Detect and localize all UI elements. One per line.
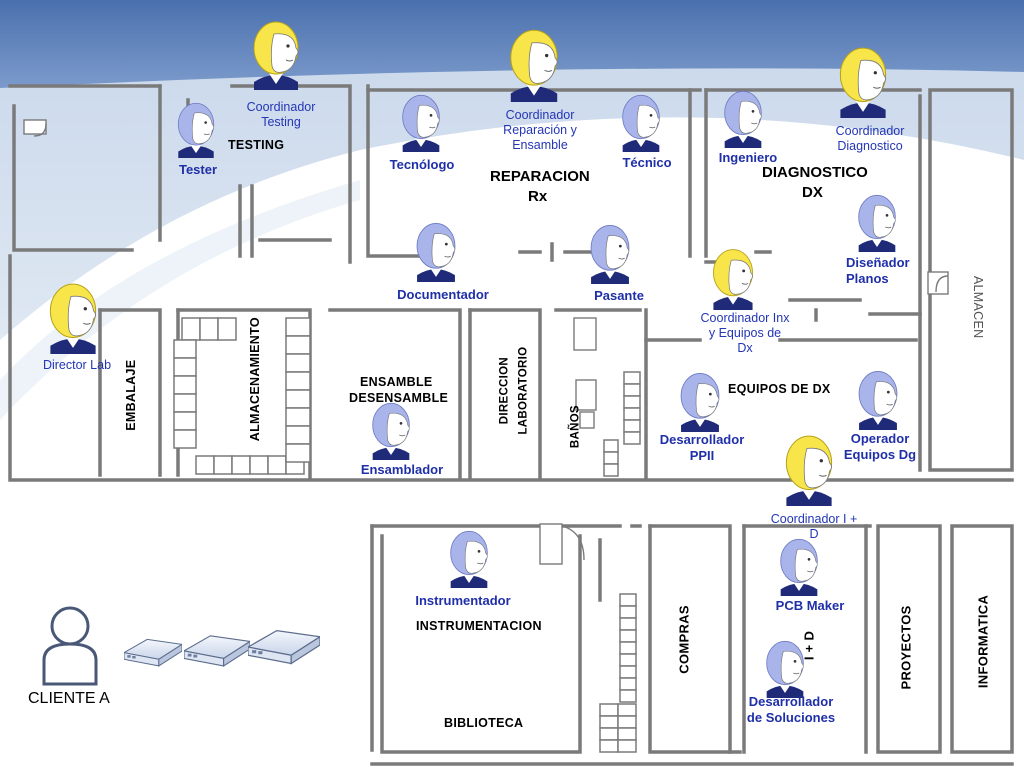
- room-label-ensamble: ENSAMBLE: [360, 375, 433, 389]
- person-label-desarrollador-soluciones: Desarrollador de Soluciones: [746, 694, 836, 725]
- shelf-cell: [603, 463, 619, 477]
- shelf-cell: [285, 389, 311, 409]
- person-label-instrumentador: Instrumentador: [415, 593, 511, 608]
- shelf-cell: [619, 629, 637, 643]
- shelf-cell: [285, 443, 311, 463]
- shelf-cell: [603, 451, 619, 465]
- shelf-cell: [619, 677, 637, 691]
- client-person-icon: [42, 606, 98, 686]
- person-label-director-lab: Director Lab: [42, 358, 112, 372]
- shelf-cell: [619, 617, 637, 631]
- shelf-cell: [285, 407, 311, 427]
- shelf-cell: [173, 357, 197, 377]
- shelf-cell: [617, 739, 637, 753]
- shelf-cell: [623, 383, 641, 397]
- person-label-desarrollador-ppii: Desarrollador PPII: [659, 432, 745, 463]
- person-label-coord-id: Coordinador I + D: [770, 512, 858, 541]
- person-label-tester: Tester: [178, 162, 218, 177]
- shelf-cell: [199, 317, 219, 341]
- shelf-cell: [619, 641, 637, 655]
- shelf-cell: [623, 419, 641, 433]
- shelf-cell: [623, 371, 641, 385]
- shelf-cell: [599, 739, 619, 753]
- shelf-cell: [285, 317, 311, 337]
- room-label-id: I + D: [801, 630, 817, 661]
- person-label-documentador: Documentador: [397, 287, 489, 302]
- room-label-embalaje: EMBALAJE: [123, 359, 138, 431]
- shelf-cell: [619, 593, 637, 607]
- shelf-cell: [173, 393, 197, 413]
- shelf-cell: [623, 431, 641, 445]
- room-label-banos: BAÑOS: [569, 405, 582, 449]
- room-label-equipos-dx: EQUIPOS DE DX: [728, 382, 831, 396]
- room-label-diagnostico: DIAGNOSTICO: [762, 164, 868, 181]
- shelf-cell: [173, 411, 197, 431]
- room-label-reparacion-code: Rx: [528, 188, 548, 205]
- person-label-disenador: Diseñador Planos: [846, 255, 910, 286]
- person-label-tecnico: Técnico: [622, 155, 672, 170]
- shelf-cell: [619, 665, 637, 679]
- room-label-compras: COMPRAS: [676, 605, 692, 674]
- person-label-ensamblador: Ensamblador: [360, 462, 444, 477]
- shelf-cell: [195, 455, 215, 475]
- room-label-laboratorio: LABORATORIO: [517, 346, 530, 435]
- person-label-ingeniero: Ingeniero: [718, 150, 778, 165]
- shelf-cell: [617, 727, 637, 741]
- shelf-cell: [231, 455, 251, 475]
- client-label: CLIENTE A: [28, 690, 110, 707]
- shelf-cell: [217, 317, 237, 341]
- person-label-operador: Operador Equipos Dg: [843, 431, 917, 462]
- shelf-cell: [617, 703, 637, 717]
- shelf-cell: [619, 689, 637, 703]
- person-label-coord-testing: Coordinador Testing: [246, 100, 316, 129]
- room-label-almacen: ALMACEN: [971, 275, 986, 339]
- shelf-cell: [181, 317, 201, 341]
- shelf-cell: [599, 703, 619, 717]
- room-label-direccion: DIRECCION: [498, 357, 511, 425]
- shelf-cell: [619, 605, 637, 619]
- room-label-informatica: INFORMATICA: [975, 594, 991, 689]
- room-label-testing: TESTING: [228, 138, 285, 152]
- room-label-biblioteca: BIBLIOTECA: [444, 716, 524, 730]
- shelf-cell: [285, 425, 311, 445]
- shelf-cell: [285, 371, 311, 391]
- person-label-pasante: Pasante: [594, 288, 644, 303]
- shelf-cell: [599, 715, 619, 729]
- shelf-cell: [173, 375, 197, 395]
- person-label-coord-diagnostico: Coordinador Diagnostico: [835, 124, 905, 153]
- shelf-cell: [249, 455, 269, 475]
- shelf-cell: [285, 335, 311, 355]
- room-label-reparacion: REPARACION: [490, 168, 590, 185]
- room-label-instrumentacion: INSTRUMENTACION: [416, 619, 542, 633]
- shelf-cell: [623, 407, 641, 421]
- person-label-tecnologo: Tecnólogo: [389, 157, 455, 172]
- person-label-coord-inx: Coordinador Inx y Equipos de Dx: [700, 311, 790, 355]
- person-label-coord-reparacion: Coordinador Reparación y Ensamble: [503, 108, 577, 152]
- room-label-almacenamiento: ALMACENAMIENTO: [247, 317, 262, 442]
- shelf-cell: [285, 353, 311, 373]
- shelf-cell: [617, 715, 637, 729]
- room-label-desensamble: DESENSAMBLE: [349, 391, 449, 405]
- shelf-cell: [619, 653, 637, 667]
- person-label-pcb-maker: PCB Maker: [775, 598, 845, 613]
- room-label-diagnostico-code: DX: [802, 184, 823, 201]
- shelf-cell: [213, 455, 233, 475]
- shelf-cell: [173, 429, 197, 449]
- shelf-cell: [599, 727, 619, 741]
- room-label-proyectos: PROYECTOS: [898, 605, 914, 690]
- shelf-cell: [267, 455, 287, 475]
- shelf-cell: [623, 395, 641, 409]
- shelf-cell: [173, 339, 197, 359]
- shelf-cell: [603, 439, 619, 453]
